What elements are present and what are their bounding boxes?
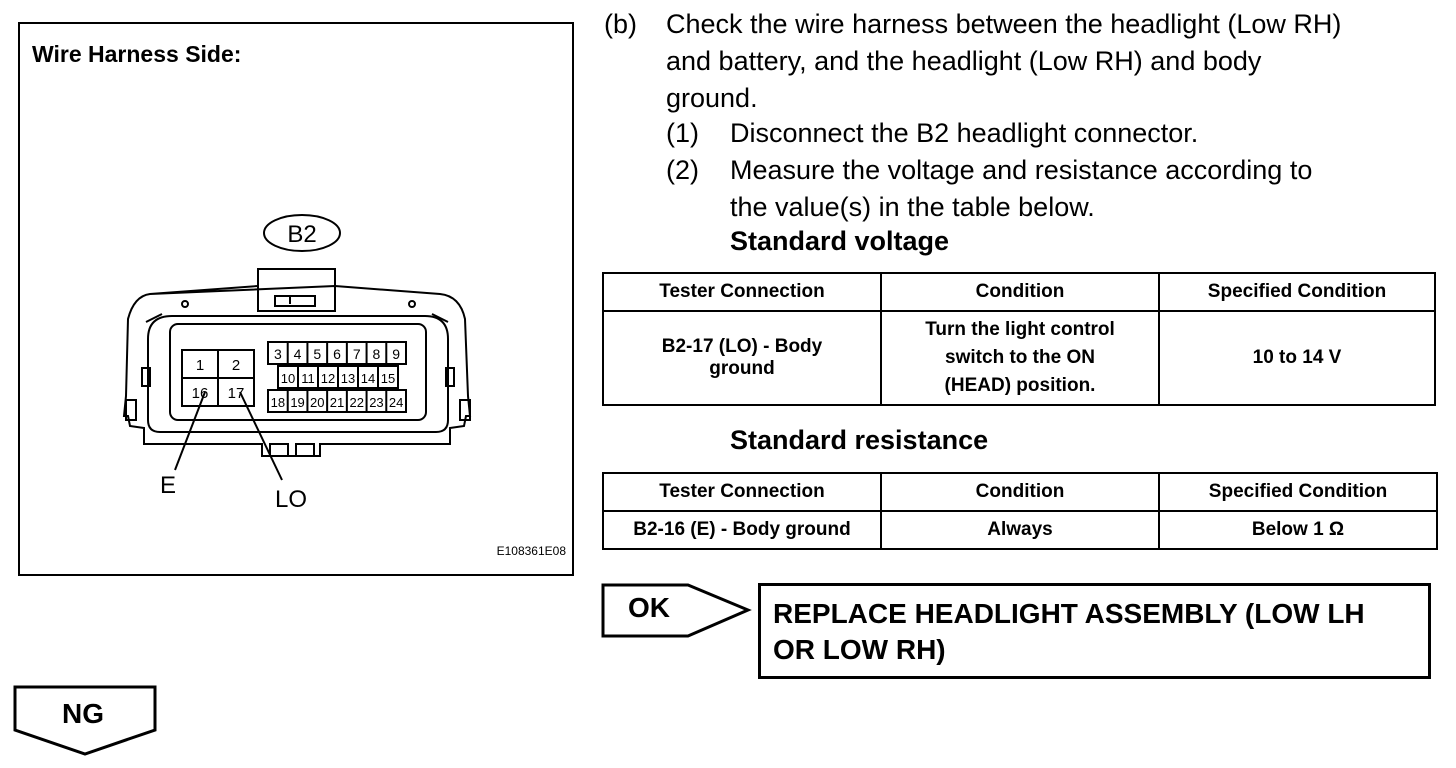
table-row: B2-16 (E) - Body ground Always Below 1 Ω (602, 510, 1438, 550)
substep-2-text: Measure the voltage and resistance accor… (730, 152, 1312, 226)
ok-arrow (601, 583, 752, 638)
pin-number: 6 (333, 346, 341, 362)
ok-result-line: REPLACE HEADLIGHT ASSEMBLY (LOW LH (773, 598, 1365, 629)
pin-number: 13 (341, 371, 355, 386)
connector-name-ellipse (263, 214, 341, 252)
cell-line: (HEAD) position. (944, 375, 1096, 396)
resistance-table: Tester Connection Condition Specified Co… (602, 472, 1438, 550)
leader-line-e (174, 391, 206, 471)
pin-number: 4 (294, 346, 302, 362)
ok-result-box: REPLACE HEADLIGHT ASSEMBLY (LOW LH OR LO… (758, 583, 1431, 679)
pin-number: 22 (349, 395, 363, 410)
step-b-line: and battery, and the headlight (Low RH) … (666, 46, 1262, 76)
leader-line-lo (239, 391, 283, 481)
pin-number: 1 (196, 357, 204, 374)
pin-number: 2 (232, 357, 240, 374)
table-cell: Always (880, 510, 1160, 550)
pin-number: 23 (369, 395, 383, 410)
pin-block-top-row (267, 341, 407, 365)
substep-line: Disconnect the B2 headlight connector. (730, 118, 1199, 148)
callout-lo: LO (275, 486, 308, 513)
resistance-heading: Standard resistance (730, 425, 989, 455)
ok-label: OK (628, 592, 670, 623)
table-header: Tester Connection (602, 272, 882, 312)
pin-number: 3 (274, 346, 282, 362)
connector-figure: Wire Harness Side: (18, 22, 574, 576)
pin-number: 9 (392, 346, 400, 362)
figure-title: Wire Harness Side: (32, 41, 242, 67)
cell-line: ground (709, 358, 775, 379)
pin-number: 8 (373, 346, 381, 362)
table-cell: 10 to 14 V (1158, 310, 1436, 406)
substep-2-label: (2) (666, 155, 699, 185)
step-b-text: Check the wire harness between the headl… (666, 6, 1341, 117)
table-header: Condition (880, 472, 1160, 512)
table-row: B2-17 (LO) - Body ground Turn the light … (602, 310, 1436, 406)
step-b-line: Check the wire harness between the headl… (666, 9, 1342, 39)
substep-line: the value(s) in the table below. (730, 192, 1095, 222)
pin-number: 19 (290, 395, 304, 410)
cell-line: 10 to 14 V (1252, 347, 1342, 368)
pin-number: 5 (313, 346, 321, 362)
table-header: Tester Connection (602, 472, 882, 512)
pin-number: 15 (381, 371, 395, 386)
table-header: Condition (880, 272, 1160, 312)
connector-top-tab (257, 268, 336, 312)
voltage-heading: Standard voltage (730, 226, 950, 256)
ok-result-line: OR LOW RH) (773, 634, 946, 665)
step-b-line: ground. (666, 83, 758, 113)
table-cell: Turn the light control switch to the ON … (880, 310, 1160, 406)
substep-line: Measure the voltage and resistance accor… (730, 155, 1313, 185)
table-header: Specified Condition (1158, 472, 1438, 512)
pin-number: 7 (353, 346, 361, 362)
cell-line: B2-17 (LO) - Body (661, 336, 823, 357)
cell-line: Turn the light control (925, 319, 1115, 340)
ng-arrow (13, 685, 157, 756)
table-cell: B2-17 (LO) - Body ground (602, 310, 882, 406)
table-header: Specified Condition (1158, 272, 1436, 312)
pin-number: 21 (330, 395, 344, 410)
pin-number: 16 (192, 385, 209, 402)
step-b-label: (b) (604, 9, 637, 39)
pin-number: 14 (361, 371, 375, 386)
pin-number: 24 (389, 395, 403, 410)
pin-number: 12 (321, 371, 335, 386)
voltage-table: Tester Connection Condition Specified Co… (602, 272, 1436, 406)
substep-1-text: Disconnect the B2 headlight connector. (730, 115, 1198, 152)
connector-name-label: B2 (287, 221, 316, 248)
pin-number: 20 (310, 395, 324, 410)
table-cell: B2-16 (E) - Body ground (602, 510, 882, 550)
pin-block-bottom-row (267, 389, 407, 413)
pin-number: 17 (228, 385, 245, 402)
substep-1-label: (1) (666, 118, 699, 148)
callout-e: E (160, 472, 177, 499)
cell-line: switch to the ON (945, 347, 1095, 368)
pin-number: 10 (281, 371, 295, 386)
figure-id: E108361E08 (496, 544, 566, 558)
pin-number: 11 (301, 371, 315, 386)
pin-number: 18 (271, 395, 285, 410)
ng-label: NG (62, 698, 104, 729)
connector-housing (122, 284, 472, 457)
table-cell: Below 1 Ω (1158, 510, 1438, 550)
